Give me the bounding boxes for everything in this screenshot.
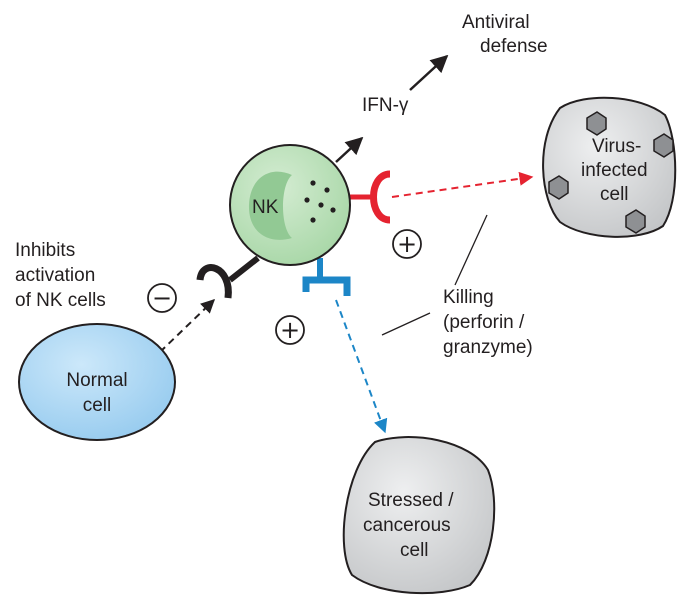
- nk-nucleus: [248, 171, 292, 240]
- plus-sign-blue: +: [280, 316, 300, 344]
- virus-particle: [625, 209, 646, 234]
- virus-particle: [586, 111, 607, 136]
- stressed-cell-label-line2: cancerous: [363, 515, 451, 536]
- plus-sign-red-circle: [392, 229, 422, 259]
- killing-leader-line-upper: [454, 214, 488, 286]
- ifn-gamma-label: IFN-γ: [362, 95, 409, 116]
- blue-activating-receptor: [302, 276, 351, 296]
- normal-cell-label-line2: cell: [83, 395, 112, 416]
- normal-cell: [18, 323, 176, 441]
- antiviral-label-line1: Antiviral: [462, 12, 530, 33]
- killing-label-line1: Killing: [443, 287, 494, 308]
- virus-particle: [548, 175, 569, 200]
- minus-sign: −: [152, 284, 172, 312]
- virus-particle: [653, 133, 674, 158]
- virus-cell-label-line1: Virus-: [592, 136, 641, 157]
- inhibitory-signal-arrow: [159, 299, 216, 353]
- granule: [310, 180, 316, 186]
- granule: [330, 207, 336, 213]
- killing-leader-line-lower: [381, 312, 431, 336]
- virus-cell-label-line2: infected: [581, 160, 648, 181]
- killing-label-line3: granzyme): [443, 337, 533, 358]
- stressed-cell-label-line3: cell: [400, 540, 429, 561]
- red-activation-arrow: [391, 171, 534, 198]
- nk-cell: [229, 144, 351, 266]
- inhibits-label-line2: activation: [15, 265, 95, 286]
- plus-sign-red: +: [397, 230, 417, 258]
- antiviral-arrow: [409, 54, 449, 91]
- inhibits-label-line3: of NK cells: [15, 290, 106, 311]
- nk-label: NK: [252, 197, 279, 218]
- virus-infected-cell: [542, 96, 677, 238]
- ifn-gamma-arrow: [335, 136, 364, 163]
- granule: [310, 217, 316, 223]
- inhibitory-receptor: [196, 264, 232, 299]
- stressed-cancerous-cell: [342, 436, 496, 595]
- virus-cell-label-line3: cell: [600, 184, 629, 205]
- minus-sign-circle: [147, 283, 177, 313]
- antiviral-label-line2: defense: [480, 36, 548, 57]
- granule: [318, 202, 324, 208]
- inhibitory-receptor-stalk: [228, 255, 260, 283]
- stressed-cell-label-line1: Stressed /: [368, 490, 454, 511]
- plus-sign-blue-circle: [275, 315, 305, 345]
- granule: [304, 197, 310, 203]
- inhibits-label-line1: Inhibits: [15, 240, 75, 261]
- killing-label-line2: (perforin /: [443, 312, 525, 333]
- blue-activation-arrow: [335, 299, 388, 434]
- normal-cell-label-line1: Normal: [66, 370, 127, 391]
- granule: [324, 187, 330, 193]
- red-activating-receptor: [370, 170, 391, 224]
